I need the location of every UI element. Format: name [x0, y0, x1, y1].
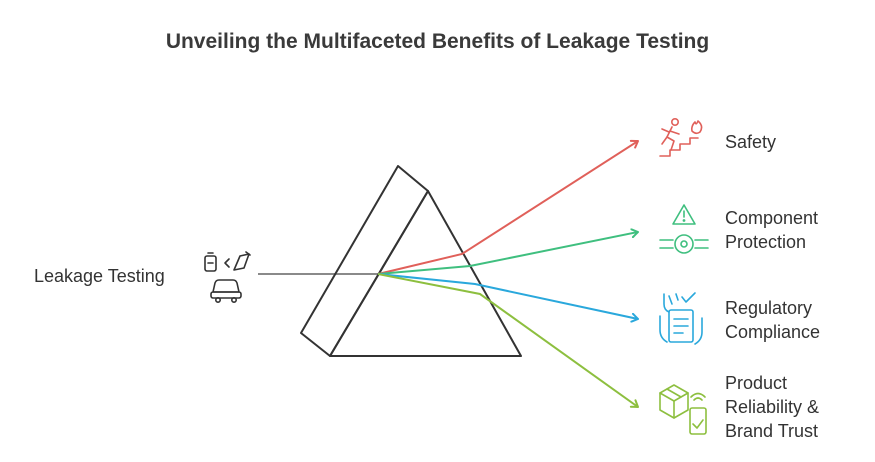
beam-regulatory-compliance: [377, 273, 639, 323]
benefit-label-safety: Safety: [725, 130, 776, 154]
source-label: Leakage Testing: [34, 266, 165, 286]
page-title: Unveiling the Multifaceted Benefits of L…: [165, 30, 710, 53]
benefit-label-component-protection: Component Protection: [725, 206, 818, 254]
benefit-label-line: Compliance: [725, 322, 821, 342]
checklist-document-icon: [659, 292, 703, 345]
benefit-label-line: Protection: [725, 232, 807, 252]
beam-component-protection: [377, 228, 639, 275]
benefit-label-line: Brand Trust: [725, 421, 819, 441]
package-check-icon: [659, 384, 707, 435]
benefit-label-line: Product: [725, 373, 788, 393]
benefit-label-line: Component: [725, 208, 819, 228]
benefit-label-line: Regulatory: [725, 298, 813, 318]
prism-shape: [300, 165, 522, 357]
benefit-label-line: Safety: [725, 132, 777, 152]
beam-product-reliability: [377, 273, 639, 408]
beam-safety: [377, 139, 639, 275]
car-leak-test-icon: [204, 251, 251, 303]
benefit-label-product-reliability: Product Reliability & Brand Trust: [725, 371, 819, 443]
benefit-label-regulatory-compliance: Regulatory Compliance: [725, 296, 820, 344]
warning-component-icon: [659, 204, 709, 254]
benefit-label-line: Reliability &: [725, 397, 820, 417]
safety-stairs-icon: [659, 118, 703, 157]
